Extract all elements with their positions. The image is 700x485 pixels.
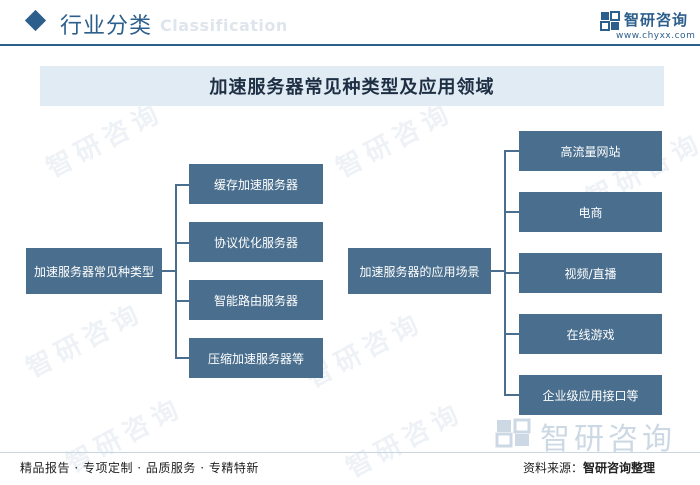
connector (175, 184, 189, 186)
connector (162, 270, 176, 272)
type-node-routing: 智能路由服务器 (189, 280, 323, 320)
connector (175, 300, 189, 302)
brand-url[interactable]: www.chyxx.com (616, 31, 696, 41)
connector (491, 270, 505, 272)
watermark: 智研咨询 (341, 397, 469, 485)
source-label: 资料来源： (523, 461, 584, 475)
connector (175, 242, 189, 244)
diagram-title: 加速服务器常见种类型及应用领域 (209, 77, 495, 98)
hub-node: 加速服务器的应用场景 (348, 248, 491, 294)
watermark: 智研咨询 (41, 97, 169, 185)
type-node-compression: 压缩加速服务器等 (189, 338, 323, 378)
app-node-enterprise: 企业级应用接口等 (519, 375, 662, 415)
app-node-gaming: 在线游戏 (519, 314, 662, 354)
app-node-video: 视频/直播 (519, 253, 662, 293)
watermark-logo-icon (495, 418, 531, 448)
source-value: 智研咨询整理 (583, 461, 656, 475)
brand-name: 智研咨询 (624, 11, 689, 29)
footer-slogan: 精品报告 · 专项定制 · 品质服务 · 专精特新 (20, 461, 259, 475)
brand-logo-icon (600, 11, 620, 31)
watermark-brand: 智研咨询 (540, 422, 676, 457)
app-node-high-traffic: 高流量网站 (519, 131, 662, 171)
footer-divider (0, 452, 700, 453)
watermark: 智研咨询 (21, 297, 149, 385)
section-title: 行业分类 (60, 14, 153, 39)
type-node-protocol: 协议优化服务器 (189, 222, 323, 262)
header-divider (0, 44, 700, 46)
diagram-title-bar: 加速服务器常见种类型及应用领域 (40, 66, 664, 106)
section-subtitle: Classification (160, 16, 288, 35)
footer-source: 资料来源：智研咨询整理 (523, 459, 655, 476)
type-node-cache: 缓存加速服务器 (189, 164, 323, 204)
connector (504, 150, 519, 152)
connector (175, 184, 177, 358)
connector (504, 211, 519, 213)
source-node: 加速服务器常见种类型 (26, 248, 162, 294)
watermark: 智研咨询 (331, 97, 459, 185)
connector (175, 357, 189, 359)
connector (504, 333, 519, 335)
connector (504, 394, 519, 396)
app-node-ecommerce: 电商 (519, 192, 662, 232)
connector (504, 272, 519, 274)
